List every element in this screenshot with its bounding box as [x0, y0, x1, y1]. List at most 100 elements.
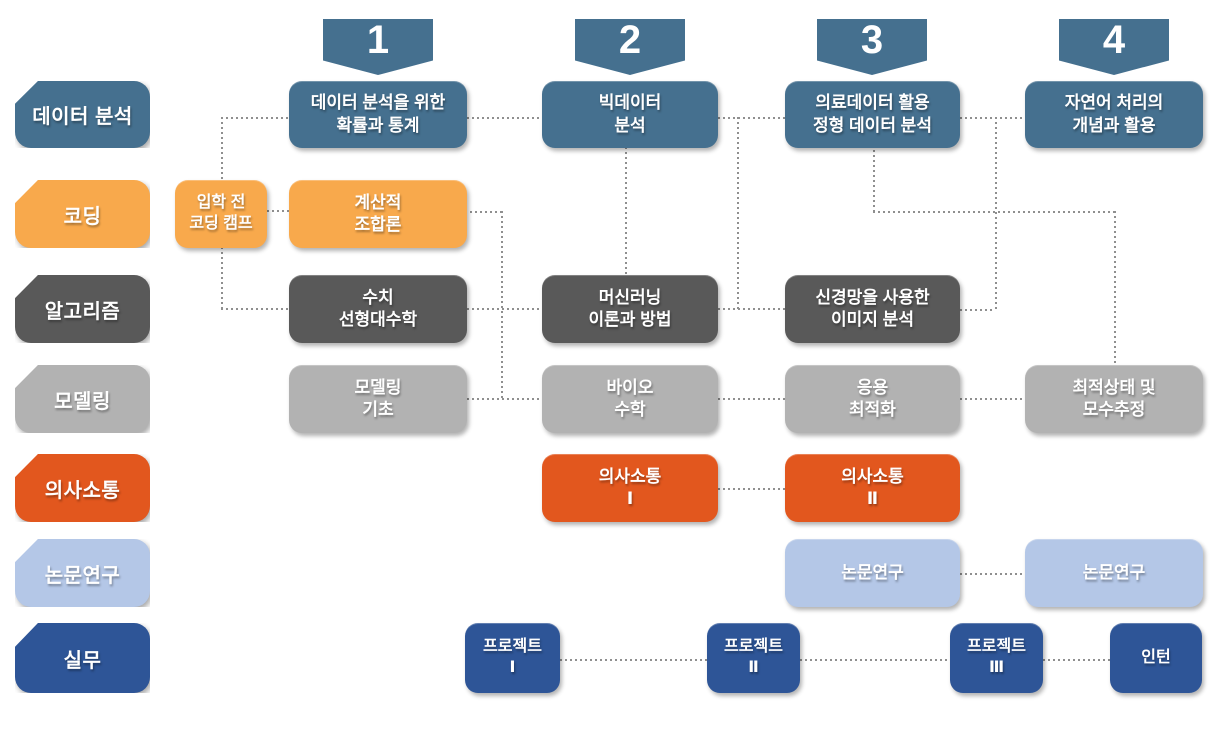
course-box-project3: 프로젝트 Ⅲ	[950, 623, 1043, 693]
connector-line	[960, 309, 995, 311]
course-title-line: 개념과 활용	[1072, 115, 1156, 135]
course-title-line: 프로젝트	[967, 638, 1026, 656]
semester-number: 3	[860, 17, 884, 62]
connector-line	[267, 210, 289, 212]
connector-line	[960, 117, 1025, 119]
connector-line	[960, 398, 1025, 400]
course-title-line: 조합론	[354, 215, 402, 234]
course-title-line: 모수추정	[1082, 400, 1146, 419]
connector-line	[467, 308, 542, 310]
connector-line	[1043, 659, 1110, 661]
course-title-line: 응용	[856, 377, 889, 397]
category-label-text: 모델링	[54, 390, 111, 413]
connector-line	[873, 150, 875, 211]
course-title-line: 의사소통	[598, 466, 662, 486]
semester-banner-4: 4	[1059, 19, 1169, 75]
semester-banner-1: 1	[323, 19, 433, 75]
connector-line	[221, 117, 223, 182]
course-box-project2: 프로젝트 Ⅱ	[707, 623, 800, 693]
course-title-line: Ⅱ	[748, 659, 759, 676]
category-label-text: 알고리즘	[44, 300, 121, 323]
course-title-line: 인턴	[1141, 648, 1171, 666]
course-title-line: 코딩 캠프	[189, 215, 253, 232]
connector-line	[960, 573, 1025, 575]
course-box-intern: 인턴	[1110, 623, 1202, 693]
course-title-line: 이론과 방법	[588, 310, 672, 329]
course-title-line: 모델링	[354, 377, 402, 397]
course-title-line: 최적상태 및	[1072, 377, 1156, 397]
course-title-line: 이미지 분석	[831, 310, 914, 329]
connector-line	[873, 211, 1116, 213]
category-label-text: 의사소통	[44, 479, 121, 502]
semester-number: 2	[618, 17, 642, 62]
connector-line	[467, 398, 542, 400]
connector-line	[560, 659, 707, 661]
category-label-text: 실무	[63, 649, 102, 672]
course-title-line: 논문연구	[841, 562, 904, 582]
course-title-line: 빅데이터	[598, 93, 662, 113]
semester-number: 1	[366, 17, 390, 62]
course-title-line: 프로젝트	[724, 638, 783, 656]
category-label-thesis: 논문연구	[15, 539, 150, 607]
course-title-line: 최적화	[849, 400, 896, 419]
category-label-practice: 실무	[15, 623, 150, 693]
course-box-thesis1: 논문연구	[785, 539, 960, 607]
course-title-line: Ⅲ	[988, 659, 1005, 676]
connector-line	[465, 211, 502, 213]
course-title-line: 바이오	[606, 377, 654, 397]
category-label-coding: 코딩	[15, 180, 150, 248]
connector-line	[501, 211, 503, 398]
course-title-line: 입학 전	[196, 194, 246, 212]
course-title-line: 분석	[614, 115, 646, 135]
connector-line	[221, 117, 289, 119]
connector-line	[800, 659, 950, 661]
course-title-line: 수학	[614, 400, 646, 419]
course-title-line: 신경망을 사용한	[815, 287, 930, 307]
connector-line	[221, 308, 289, 310]
connector-line	[718, 398, 785, 400]
category-label-communication: 의사소통	[15, 454, 150, 522]
semester-number: 4	[1102, 17, 1126, 62]
connector-line	[1114, 211, 1116, 365]
course-box-comm1: 의사소통 Ⅰ	[542, 454, 718, 522]
course-title-line: 계산적	[354, 192, 402, 212]
course-title-line: 확률과 통계	[336, 115, 420, 135]
category-label-text: 데이터 분석	[32, 106, 133, 128]
connector-line	[718, 308, 785, 310]
course-title-line: Ⅱ	[866, 489, 879, 508]
course-title-line: 머신러닝	[598, 287, 662, 307]
course-title-line: Ⅰ	[626, 489, 634, 508]
semester-banner-3: 3	[817, 19, 927, 75]
course-title-line: 정형 데이터 분석	[813, 115, 932, 135]
category-label-algorithm: 알고리즘	[15, 275, 150, 343]
category-label-text: 코딩	[63, 205, 102, 228]
course-title-line: Ⅰ	[509, 659, 516, 676]
connector-line	[737, 117, 739, 309]
category-label-text: 논문연구	[44, 564, 121, 587]
connector-line	[221, 247, 223, 308]
connector-line	[625, 147, 627, 275]
category-label-data-analysis: 데이터 분석	[15, 81, 150, 148]
semester-banner-2: 2	[575, 19, 685, 75]
course-title-line: 논문연구	[1082, 562, 1146, 582]
course-box-thesis2: 논문연구	[1025, 539, 1203, 607]
connector-line	[995, 117, 997, 310]
course-title-line: 의료데이터 활용	[815, 93, 930, 113]
connector-line	[718, 117, 785, 119]
connector-line	[467, 117, 542, 119]
